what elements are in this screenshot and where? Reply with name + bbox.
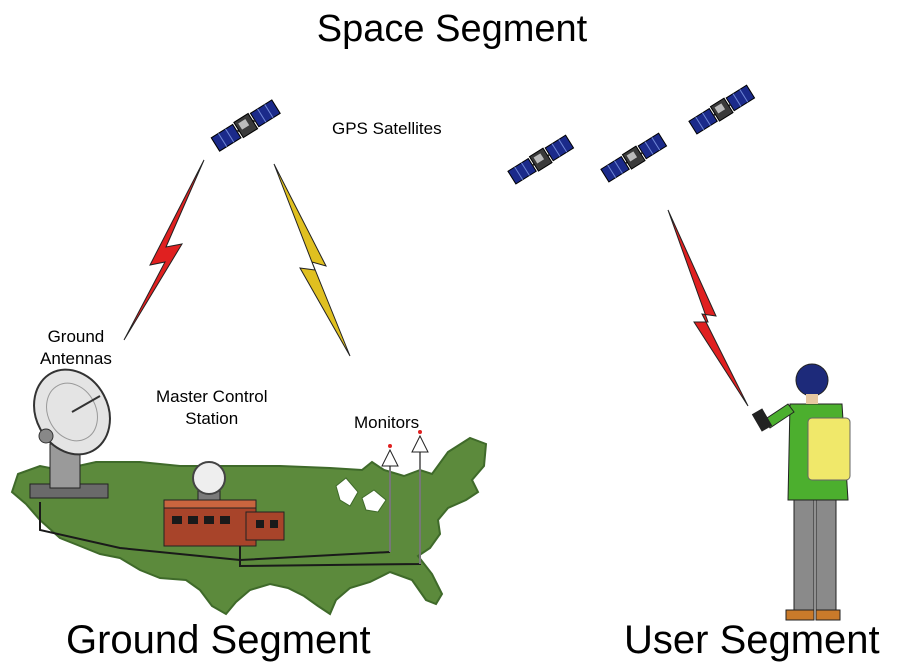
ground-antenna: [29, 368, 111, 499]
satellite-2: [506, 133, 576, 186]
monitors-label: Monitors: [354, 413, 420, 432]
satellite-1: [209, 98, 282, 154]
signal-red-right: [667, 209, 749, 407]
monitor-2: [411, 430, 429, 564]
monitor-1: [381, 444, 399, 552]
master-control-station: [163, 461, 285, 547]
master-control-label: Master Control Station: [156, 386, 267, 430]
ground-antennas-line2: Antennas: [40, 349, 112, 368]
satellite-4: [687, 83, 757, 136]
ground-antennas-line1: Ground: [47, 327, 105, 346]
master-control-line1: Master Control: [156, 387, 268, 406]
gps-satellites-label: GPS Satellites: [332, 119, 442, 138]
ground-antennas-label: Ground Antennas: [40, 326, 112, 370]
satellite-3: [599, 131, 669, 184]
user-segment-title: User Segment: [624, 618, 880, 662]
master-control-line2: Station: [185, 409, 239, 428]
signal-red-left: [123, 159, 205, 341]
ground-segment-title: Ground Segment: [66, 618, 371, 662]
gps-user: [751, 363, 851, 621]
signal-yellow: [273, 163, 351, 357]
space-segment-title: Space Segment: [316, 8, 588, 50]
